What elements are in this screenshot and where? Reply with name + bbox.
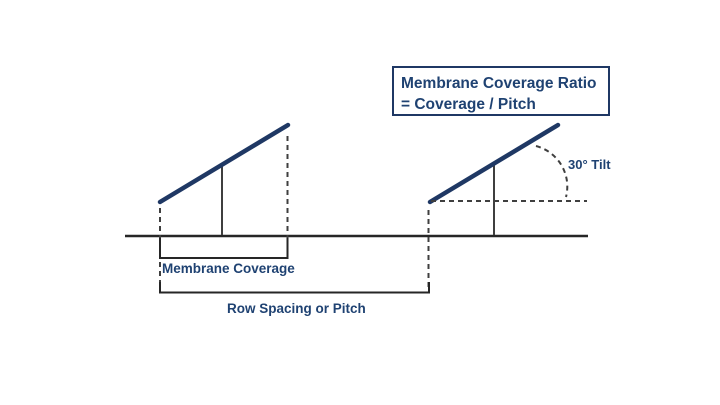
- membrane-coverage-label: Membrane Coverage: [162, 261, 295, 276]
- right-panel-membrane: [427, 122, 561, 205]
- left-panel-membrane: [157, 122, 291, 205]
- formula-line-1: Membrane Coverage Ratio: [401, 75, 597, 92]
- row-spacing-bracket: [159, 282, 430, 294]
- tilt-angle-arc: [535, 145, 569, 198]
- tilt-angle-label: 30° Tilt: [568, 157, 611, 172]
- row-spacing-label: Row Spacing or Pitch: [227, 301, 366, 316]
- formula-line-2: = Coverage / Pitch: [401, 96, 536, 113]
- membrane-coverage-bracket: [159, 238, 289, 259]
- formula-box: Membrane Coverage Ratio = Coverage / Pit…: [392, 66, 610, 116]
